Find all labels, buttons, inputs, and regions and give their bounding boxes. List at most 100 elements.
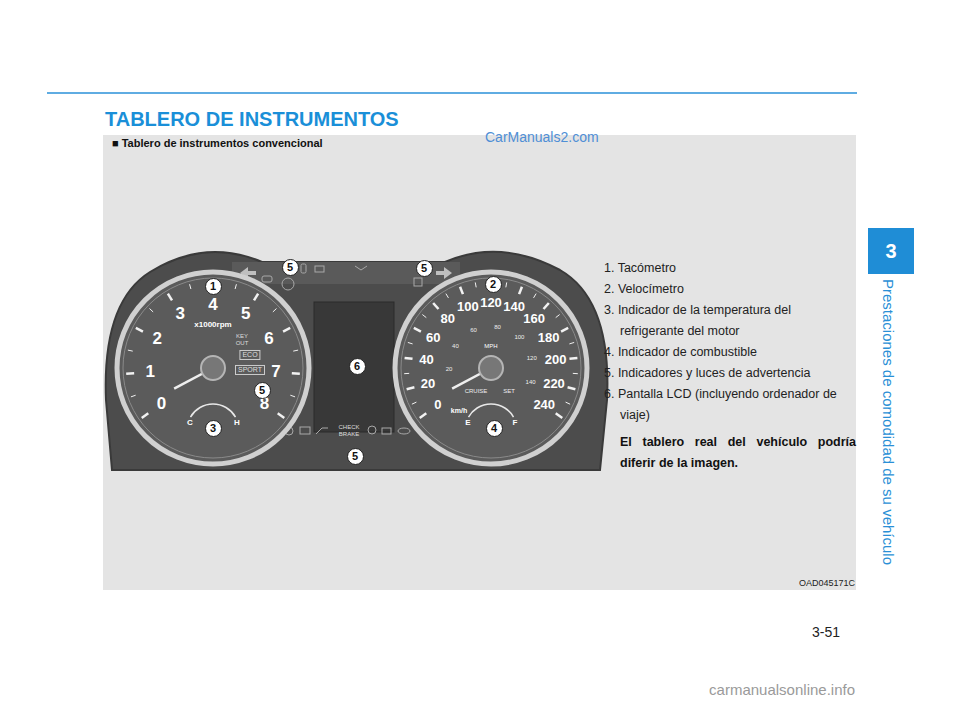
- gauge-text: 7: [271, 362, 280, 382]
- page-title: TABLERO DE INSTRUMENTOS: [105, 108, 399, 131]
- abs-icon: [282, 278, 294, 290]
- gauge-tick: [534, 294, 537, 298]
- gauge-bezel: [395, 272, 587, 464]
- gauge-text: ECO: [239, 350, 260, 360]
- gauge-text: 200: [545, 353, 567, 368]
- warning-icon: [398, 428, 410, 434]
- gauge-tick: [131, 395, 136, 397]
- callout-text: 2: [490, 279, 496, 290]
- needle-hub: [479, 356, 503, 380]
- page-text: OAD045171C: [799, 578, 855, 588]
- page-text: 3-51: [812, 624, 840, 640]
- gauge-text: 5: [241, 304, 250, 324]
- gauge-text: 0: [157, 394, 166, 414]
- gauge-text: 6: [264, 329, 273, 349]
- speedometer: [395, 272, 587, 464]
- gauge-ring: [123, 278, 303, 458]
- gauge-text: 20: [446, 366, 453, 373]
- gauge-text: 140: [526, 379, 536, 386]
- legend-text: 6. Pantalla LCD (incluyendo ordenador de…: [620, 384, 856, 426]
- warning-icon: [262, 276, 272, 282]
- gauge-tick: [569, 342, 574, 343]
- gauge-tick: [128, 350, 133, 351]
- callout-number: 1: [205, 278, 222, 295]
- legend-text: 4. Indicador de combustible: [620, 342, 856, 363]
- callout-text: 5: [421, 263, 427, 274]
- gauge-text: 240: [533, 398, 555, 413]
- gauge-tick: [292, 372, 300, 375]
- gauge-tick: [460, 287, 463, 294]
- gauge-text: 2: [152, 329, 161, 349]
- gauge-text: km/h: [451, 407, 467, 415]
- gauge-ring: [401, 278, 581, 458]
- gauge-tick: [190, 284, 191, 289]
- gauge-tick: [142, 413, 149, 418]
- legend-text: El tablero real del vehículo podría dife…: [620, 432, 856, 474]
- light-icon: [355, 266, 367, 270]
- gauge-text: x1000rpm: [194, 320, 231, 329]
- sub-gauge-arc: [190, 404, 235, 417]
- gauge-tick: [273, 309, 277, 312]
- gauge-tick: [235, 284, 236, 289]
- callout-text: 4: [491, 423, 497, 434]
- seatbelt-icon: [368, 426, 376, 434]
- gauge-text: 80: [494, 323, 501, 330]
- gauge-text: 100: [457, 300, 479, 315]
- callout-number: 5: [347, 448, 364, 465]
- gauge-text: SET: [503, 388, 515, 395]
- gauge-bezel: [117, 272, 309, 464]
- gauge-tick: [412, 402, 417, 404]
- callout-number: 5: [282, 259, 299, 276]
- gauge-tick: [408, 342, 413, 343]
- gauge-text: E: [465, 418, 470, 427]
- turn-right-icon: [436, 267, 452, 279]
- callout-number: 4: [486, 420, 503, 437]
- legend-text: 2. Velocímetro: [620, 279, 856, 300]
- callout-text: 5: [352, 451, 358, 462]
- gauges: [117, 272, 587, 464]
- gauge-tick: [556, 413, 563, 418]
- warning-icon: [414, 278, 422, 286]
- tachometer: [117, 272, 309, 464]
- gauge-tick: [126, 372, 134, 375]
- page-text: carmanualsonline.info: [709, 681, 855, 698]
- gauge-text: 3: [176, 304, 185, 324]
- gauge-text: C: [187, 418, 193, 427]
- callout-text: 5: [287, 262, 293, 273]
- gauge-tick: [254, 294, 258, 301]
- gauge-tick: [475, 282, 477, 287]
- callout-text: 3: [210, 423, 216, 434]
- gauge-text: 60: [426, 331, 440, 346]
- gauge-tick: [420, 413, 427, 418]
- gauge-tick: [544, 303, 549, 309]
- gauge-text: 220: [543, 376, 565, 391]
- page-text: CarManuals2.com: [485, 129, 599, 145]
- chapter-tab: 3: [868, 228, 914, 274]
- gauge-tick: [566, 402, 571, 404]
- gauge-text: 80: [441, 312, 455, 327]
- page-text: ■ Tablero de instrumentos convencional: [112, 137, 323, 150]
- gauge-tick: [168, 294, 172, 301]
- gauge-text: 4: [208, 295, 217, 315]
- callout-number: 3: [205, 420, 222, 437]
- gauge-text: 20: [421, 376, 435, 391]
- figure-panel: [103, 135, 856, 590]
- callout-text: 1: [210, 281, 216, 292]
- gauge-tick: [404, 373, 409, 374]
- gauge-text: 100: [514, 334, 524, 341]
- gauge-text: CHECK BRAKE: [337, 424, 361, 438]
- gauge-tick: [405, 357, 413, 360]
- gauge-text: 120: [527, 354, 537, 361]
- gauge-text: 180: [538, 331, 560, 346]
- gauge-text: 40: [419, 353, 433, 368]
- legend-text: 1. Tacómetro: [620, 258, 856, 279]
- callout-number: 2: [485, 276, 502, 293]
- legend-text: 5. Indicadores y luces de advertencia: [620, 363, 856, 384]
- cluster-housing: [106, 252, 608, 470]
- gauge-tick: [422, 315, 426, 318]
- gauge-text: 160: [523, 312, 545, 327]
- light-icon: [315, 266, 324, 272]
- page-text: Prestaciones de comodidad de su vehículo: [879, 279, 896, 565]
